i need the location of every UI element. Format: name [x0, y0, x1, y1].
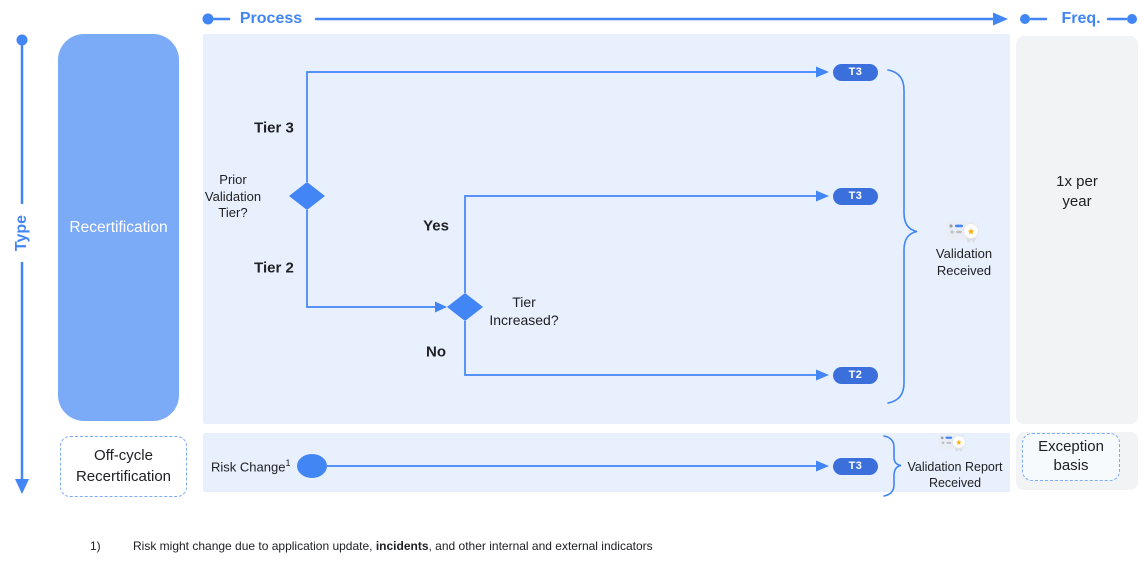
type-axis-dot	[16, 34, 28, 46]
freq-column-panel	[1016, 36, 1138, 424]
risk-change-label: Risk Change1	[211, 458, 291, 475]
footnote-marker: 1)	[90, 539, 101, 553]
decision-diamond-prior-tier	[289, 182, 325, 210]
arrowhead-t3-mid	[816, 190, 829, 202]
recertification-box: Recertification	[58, 34, 179, 421]
decision-diamond-tier-increased	[447, 293, 483, 321]
recertification-label: Recertification	[69, 218, 168, 236]
tier-pill-t3-mid: T3	[833, 188, 878, 205]
tier-increased-question: Tier Increased?	[489, 293, 559, 328]
connector-tier3-to-t3	[306, 71, 816, 182]
prior-validation-tier-question: Prior Validation Tier?	[204, 172, 262, 221]
arrowhead-t3-offcycle	[816, 460, 829, 472]
tier-pill-t3-offcycle: T3	[833, 458, 878, 475]
freq-axis-dot-right	[1127, 14, 1137, 24]
freq-axis-dot-left	[1020, 14, 1030, 24]
type-axis-arrowhead	[15, 479, 29, 494]
off-cycle-recertification-box: Off-cycle Recertification	[60, 436, 187, 497]
curly-brace-validation	[887, 69, 918, 404]
tier2-branch-label: Tier 2	[254, 259, 294, 277]
validation-received-label: Validation Received	[935, 246, 993, 279]
footnote-text: Risk might change due to application upd…	[133, 539, 653, 553]
curly-brace-validation-report	[883, 435, 902, 497]
exception-basis-label: Exception basis	[1038, 438, 1104, 474]
tier3-branch-label: Tier 3	[254, 119, 294, 137]
off-cycle-label: Off-cycle Recertification	[75, 447, 172, 485]
type-axis-label: Type	[13, 214, 30, 252]
certificate-star-icon: ★	[938, 433, 966, 452]
footnote-reference: 1	[285, 458, 291, 468]
certificate-star-icon: ★	[946, 221, 979, 243]
tier-pill-t2: T2	[833, 367, 878, 384]
connector-tier2-to-decision	[306, 210, 435, 308]
connector-no-to-t2	[464, 321, 816, 376]
tier-pill-t3-top: T3	[833, 64, 878, 81]
validation-report-received-label: Validation Report Received	[907, 460, 1003, 491]
connector-yes-to-t3	[464, 195, 816, 293]
yes-branch-label: Yes	[423, 217, 449, 235]
arrowhead-t2	[816, 369, 829, 381]
arrowhead-t3-top	[816, 66, 829, 78]
risk-change-start-node	[297, 454, 327, 478]
process-flow-panel	[203, 34, 1010, 424]
svg-text:★: ★	[967, 227, 975, 237]
exception-basis-box: Exception basis	[1022, 433, 1120, 481]
process-axis-arrowhead	[993, 12, 1008, 26]
process-axis-dot	[202, 13, 214, 25]
no-branch-label: No	[426, 343, 446, 361]
process-axis-label: Process	[239, 10, 303, 27]
freq-axis-label: Freq.	[1061, 10, 1101, 27]
frequency-annual-label: 1x per year	[1056, 172, 1098, 210]
arrowhead-decision2	[435, 301, 447, 313]
svg-text:★: ★	[955, 438, 962, 447]
